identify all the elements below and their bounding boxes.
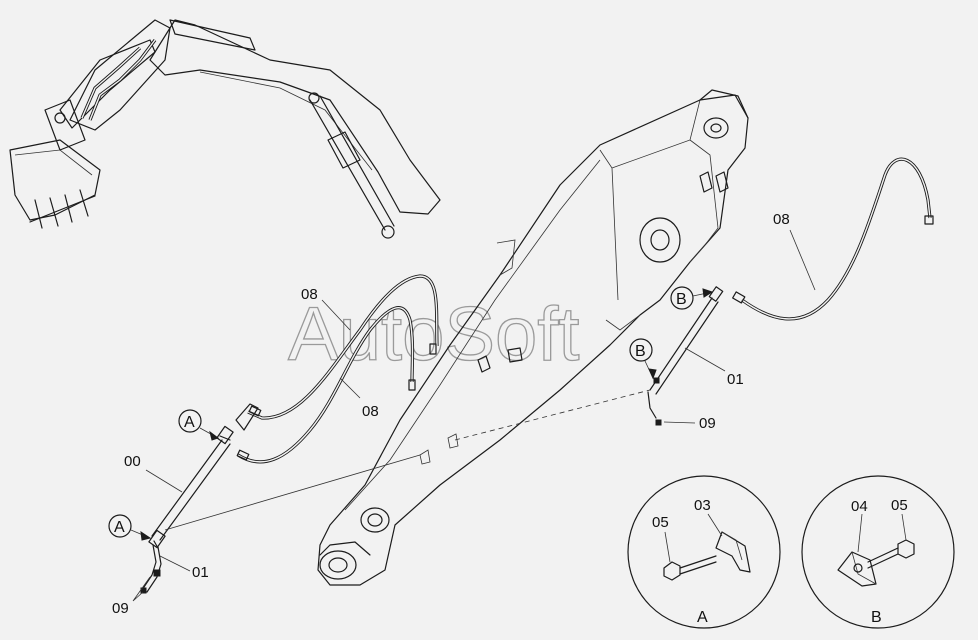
detail-a-clamp-label: 03 bbox=[694, 497, 711, 514]
detail-b: B 04 05 bbox=[801, 475, 955, 629]
svg-text:A: A bbox=[114, 519, 125, 536]
svg-text:A: A bbox=[184, 414, 195, 431]
hose-08-lines bbox=[235, 157, 934, 464]
label-08-right: 08 bbox=[773, 211, 790, 228]
detail-b-bolt-label: 05 bbox=[891, 497, 908, 514]
view-marker-b-lower: B bbox=[629, 338, 657, 380]
label-08-top: 08 bbox=[301, 286, 318, 303]
excavator-overview bbox=[9, 19, 441, 239]
label-09-right: 09 bbox=[699, 415, 716, 432]
detail-b-clamp-label: 04 bbox=[851, 498, 868, 515]
detail-a: A 05 03 bbox=[627, 475, 781, 629]
main-boom bbox=[317, 89, 749, 586]
detail-a-letter: A bbox=[697, 609, 708, 626]
part-callouts: 00 01 09 08 08 08 01 09 bbox=[112, 211, 816, 617]
detail-a-bolt-label: 05 bbox=[652, 514, 669, 531]
label-09-left: 09 bbox=[112, 600, 129, 617]
label-08-mid: 08 bbox=[362, 403, 379, 420]
view-marker-b-upper: B bbox=[670, 286, 714, 310]
label-01-right: 01 bbox=[727, 371, 744, 388]
view-marker-a-upper: A bbox=[178, 409, 220, 441]
mounting-leaders bbox=[164, 389, 651, 531]
svg-text:B: B bbox=[635, 343, 646, 360]
label-01-left: 01 bbox=[192, 564, 209, 581]
view-marker-a-lower: A bbox=[108, 514, 152, 541]
detail-b-letter: B bbox=[871, 609, 882, 626]
label-00: 00 bbox=[124, 453, 141, 470]
watermark: AutoSoft bbox=[288, 292, 580, 377]
pipe-lines bbox=[140, 286, 724, 594]
svg-text:B: B bbox=[676, 291, 687, 308]
